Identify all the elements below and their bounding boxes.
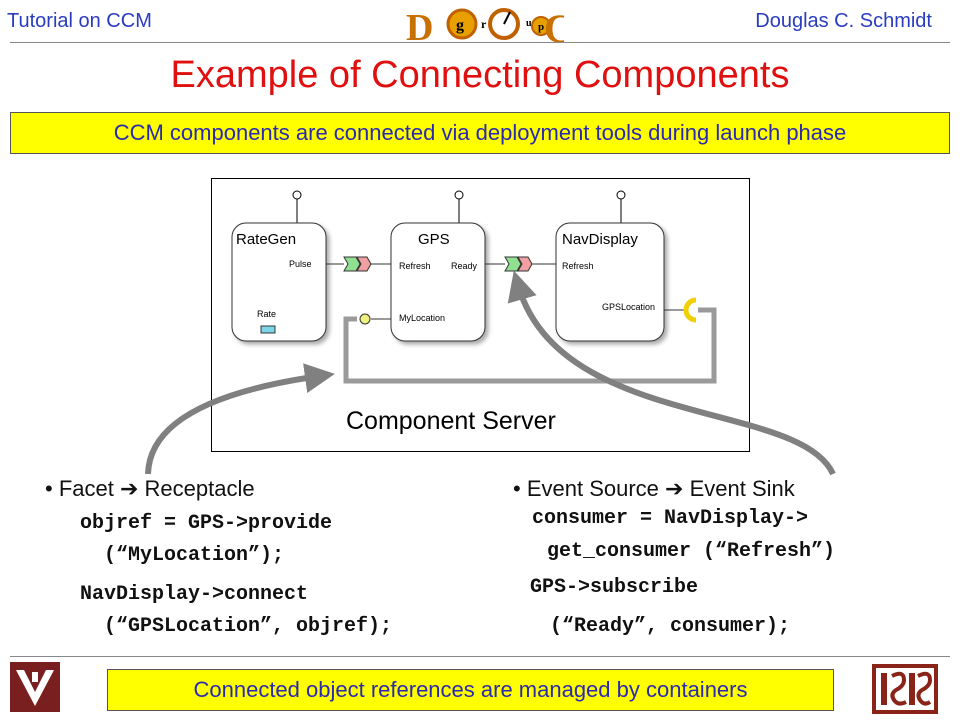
doc-group-logo: D g r u p C [406, 6, 564, 46]
logo-letter-u: u [526, 18, 532, 29]
component-server-diagram: RateGen GPS NavDisplay Pulse Rate Refres… [211, 178, 750, 452]
left-code-line-1: objref = GPS->provide [80, 512, 333, 535]
logo-letter-d: D [406, 7, 433, 46]
gps-refresh-label: Refresh [399, 261, 431, 271]
right-code-line-1: consumer = NavDisplay-> [532, 507, 809, 530]
rategen-rate-facet-port [260, 325, 276, 334]
footer-divider [10, 656, 950, 657]
gps-mylocation-facet-icon [359, 313, 371, 325]
event-source-label: Event Source [526, 476, 659, 501]
vanderbilt-logo [10, 662, 60, 712]
rategen-pulse-event-source [343, 256, 361, 272]
navdisplay-refresh-label: Refresh [562, 261, 594, 271]
navdisplay-gpslocation-label: GPSLocation [602, 302, 655, 312]
gps-ready-label: Ready [451, 261, 478, 271]
facet-label: Facet [58, 476, 114, 501]
gps-component [390, 222, 486, 342]
right-arrow-icon: ➔ [665, 476, 684, 501]
diagram-canvas: RateGen GPS NavDisplay Pulse Rate Refres… [231, 190, 717, 435]
logo-letter-p: p [538, 21, 544, 33]
gps-ready-event-source [504, 256, 522, 272]
right-bullet: • Event Source ➔ Event Sink [513, 476, 795, 501]
isis-logo [872, 664, 938, 714]
navdisplay-equivalent-port-icon [616, 190, 626, 200]
left-code-line-4: (“GPSLocation”, objref); [92, 615, 393, 638]
right-code-line-3: GPS->subscribe [530, 576, 699, 599]
logo-letter-g: g [456, 17, 464, 34]
rategen-component [231, 222, 327, 342]
logo-circle-1 [446, 8, 478, 40]
right-code-line-4: (“Ready”, consumer); [538, 615, 791, 638]
logo-letter-r: r [481, 17, 487, 31]
navdisplay-name: NavDisplay [562, 231, 638, 248]
gps-mylocation-label: MyLocation [399, 313, 445, 323]
header-divider [10, 42, 950, 43]
footer-callout: Connected object references are managed … [107, 669, 834, 711]
logo-circle-3 [531, 16, 551, 36]
left-bullet: • Facet ➔ Receptacle [45, 476, 255, 501]
header-right-text: Douglas C. Schmidt [755, 10, 932, 32]
component-server-label: Component Server [346, 407, 556, 435]
right-arrow-icon: ➔ [119, 476, 139, 501]
receptacle-label: Receptacle [144, 476, 255, 501]
rategen-pulse-label: Pulse [289, 259, 312, 269]
subtitle-callout: CCM components are connected via deploym… [10, 112, 950, 154]
slide-title: Example of Connecting Components [170, 54, 790, 96]
left-code-line-2: (“MyLocation”); [92, 544, 285, 567]
logo-letter-c: C [544, 6, 564, 46]
gps-refresh-event-sink [356, 256, 372, 272]
event-sink-label: Event Sink [689, 476, 795, 501]
navdisplay-gpslocation-receptacle-icon [683, 297, 697, 323]
gps-equivalent-port-icon [454, 190, 464, 200]
logo-clock-hand [503, 11, 511, 25]
rategen-equivalent-port-icon [292, 190, 302, 200]
rategen-name: RateGen [236, 231, 296, 248]
header-left-text: Tutorial on CCM [7, 10, 152, 32]
right-code-line-2: get_consumer (“Refresh”) [535, 540, 836, 563]
left-code-line-3: NavDisplay->connect [80, 583, 309, 606]
rategen-rate-label: Rate [257, 309, 276, 319]
gps-name: GPS [418, 231, 450, 248]
